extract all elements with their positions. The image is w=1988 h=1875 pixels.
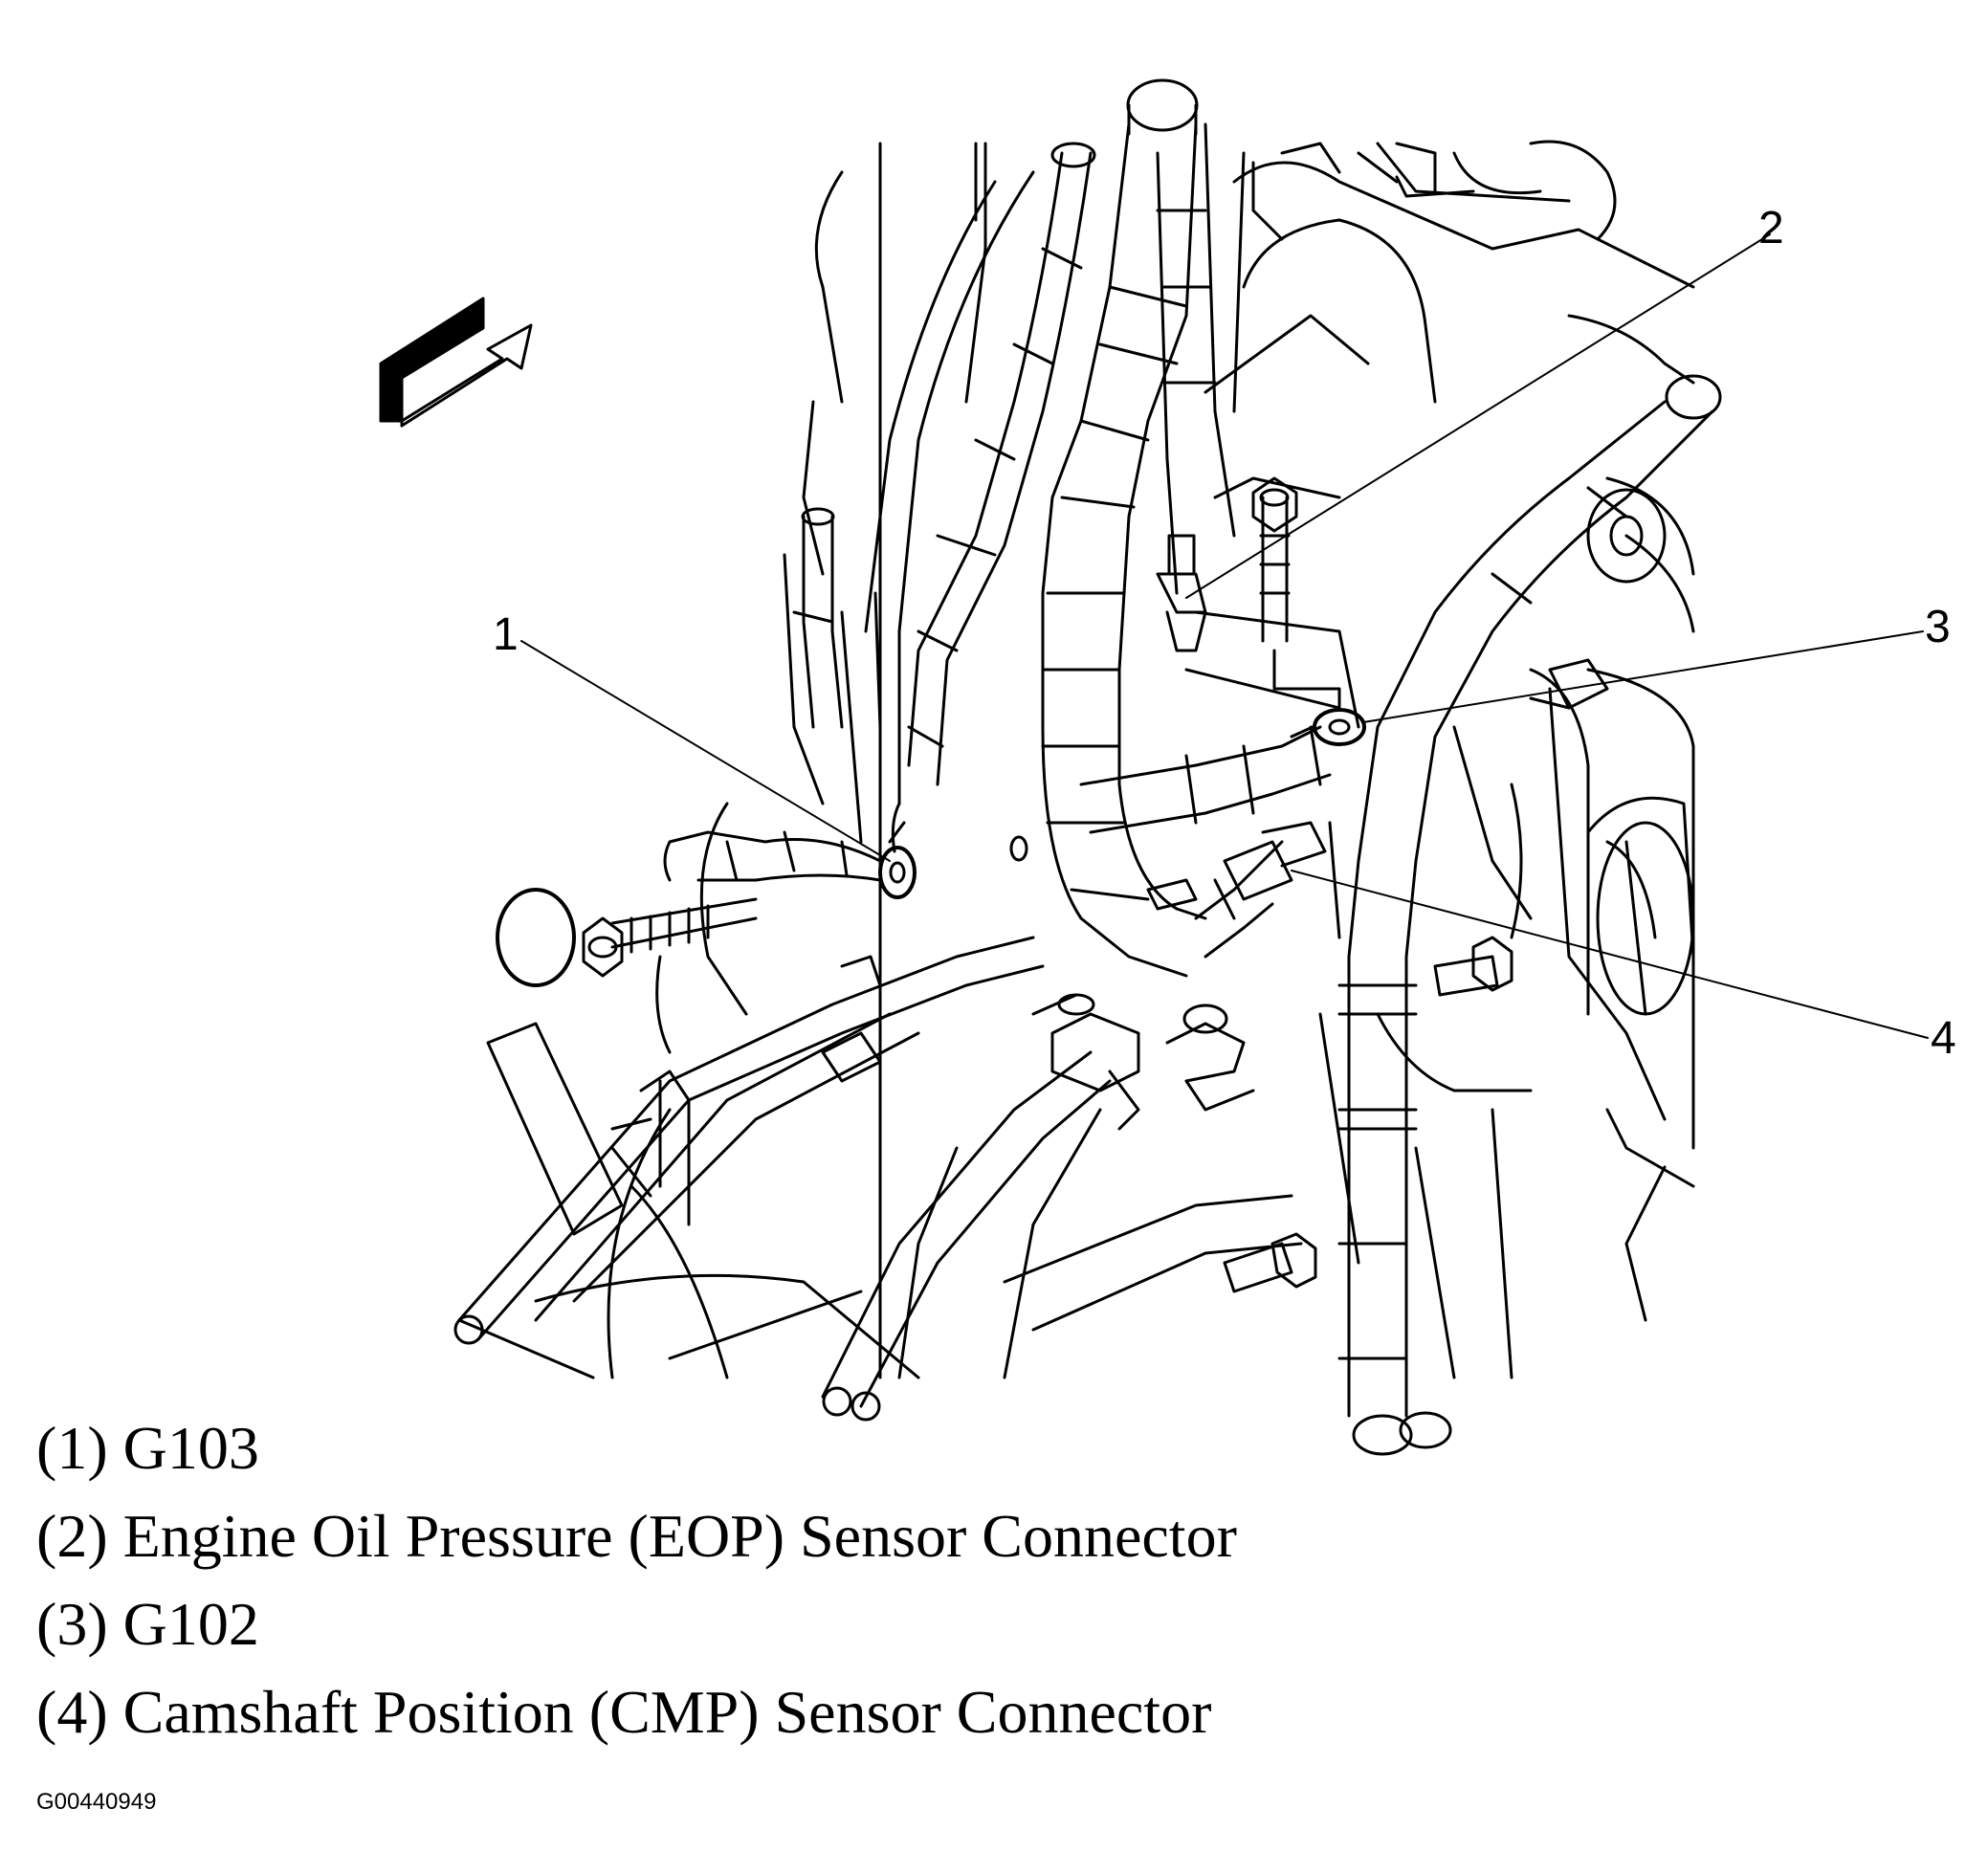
branch-harness-right xyxy=(1079,725,1332,959)
callout-3: 3 xyxy=(1925,602,1951,652)
callout-2: 2 xyxy=(1758,203,1784,254)
legend-item-eop-sensor-connector: (2) Engine Oil Pressure (EOP) Sensor Con… xyxy=(36,1502,1237,1570)
pulley xyxy=(1586,488,1695,1016)
callout-4: 4 xyxy=(1931,1013,1956,1064)
figure-id: G00440949 xyxy=(36,1789,157,1815)
coolant-hose xyxy=(1337,374,1722,1456)
callout-1: 1 xyxy=(493,609,519,660)
g103-terminal xyxy=(878,821,1028,899)
legend-item-cmp-sensor-connector: (4) Camshaft Position (CMP) Sensor Conne… xyxy=(36,1678,1212,1746)
legend-item-g102: (3) G102 xyxy=(36,1590,259,1658)
branch-harness-left xyxy=(663,802,901,882)
g102-terminal xyxy=(1272,649,1366,746)
main-wiring-harness xyxy=(864,78,1246,978)
engine-block-outline xyxy=(457,140,1695,1379)
parts-legend: (1) G103 (2) Engine Oil Pressure (EOP) S… xyxy=(36,1404,1237,1756)
left-hoses xyxy=(792,507,882,844)
direction-arrow-icon xyxy=(379,297,533,428)
leader-lines xyxy=(520,233,1929,1039)
fasteners xyxy=(486,142,1609,1293)
lower-pipes xyxy=(453,936,1303,1422)
legend-item-g103: (1) G103 xyxy=(36,1414,259,1482)
